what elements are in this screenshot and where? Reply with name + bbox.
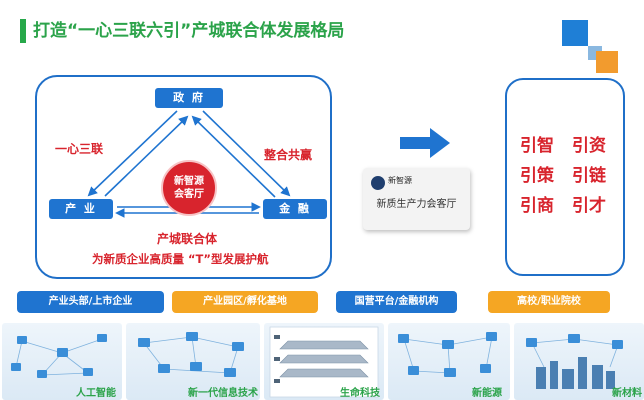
industry-thumbnail: 人工智能 <box>2 323 122 400</box>
arrow-ind-to-gov <box>104 115 189 197</box>
panel-bottom-title: 产城联合体 <box>157 232 218 246</box>
thumbnail-label: 新一代信息技术 <box>188 388 258 399</box>
thumbnail-label: 新材料 <box>612 388 642 399</box>
thumbnail-label: 新能源 <box>472 388 502 399</box>
node-finance: 金 融 <box>263 199 327 219</box>
yin-item: 引资 <box>572 136 606 156</box>
industry-thumbnail: 新一代信息技术 <box>126 323 260 400</box>
industry-thumbnail: 新材料 <box>514 323 644 400</box>
arrow-gov-to-fin <box>202 110 291 197</box>
node-industry: 产 业 <box>49 199 113 219</box>
thumbnail-label: 人工智能 <box>76 388 116 399</box>
network-diagram-icon <box>138 332 244 377</box>
six-yin-panel: 引智 引资 引策 引链 引商 引才 <box>505 78 625 276</box>
network-diagram-icon <box>398 332 497 377</box>
category-pill: 高校/职业院校 <box>488 291 610 313</box>
center-hub-line1: 新智源 <box>174 176 204 187</box>
network-diagram-icon <box>11 334 107 378</box>
panel-bottom-slogan: 为新质企业高质量 “T”型发展护航 <box>92 252 269 266</box>
lounge-card: 新智源 新质生产力会客厅 <box>363 168 470 230</box>
category-pill: 产业园区/孵化基地 <box>172 291 318 313</box>
yin-item: 引智 <box>520 136 554 156</box>
city-buildings-icon <box>526 334 623 389</box>
industry-thumbnail: 生命科技 <box>264 323 384 400</box>
title-accent-bar <box>20 19 26 43</box>
yin-item: 引策 <box>520 166 554 186</box>
center-hub-circle: 新智源 会客厅 <box>161 160 217 216</box>
yin-item: 引商 <box>520 196 554 216</box>
triangle-panel: 政 府 产 业 金 融 新智源 会客厅 一心三联 整合共赢 产城联合体 为新质企… <box>35 75 332 279</box>
lounge-card-text: 新质生产力会客厅 <box>376 199 457 210</box>
brand-name: 新智源 <box>388 176 412 185</box>
category-pill: 国营平台/金融机构 <box>336 291 457 313</box>
arrow-fin-to-gov <box>191 115 276 198</box>
decor-square-blue <box>562 20 588 46</box>
brand-logo-icon <box>371 176 385 190</box>
page-title: 打造“一心三联六引”产城联合体发展格局 <box>33 21 345 41</box>
yin-item: 引链 <box>572 166 606 186</box>
layer-stack-icon <box>269 326 379 398</box>
side-label-right: 整合共赢 <box>264 148 313 162</box>
category-pill: 产业头部/上市企业 <box>17 291 164 313</box>
node-government: 政 府 <box>155 88 223 108</box>
right-arrow-icon <box>400 128 450 158</box>
thumbnail-label: 生命科技 <box>340 388 380 399</box>
industry-thumbnail: 新能源 <box>388 323 510 400</box>
arrow-gov-to-ind <box>87 110 178 197</box>
decor-square-orange <box>596 51 618 73</box>
six-yin-grid: 引智 引资 引策 引链 引商 引才 <box>520 136 622 216</box>
center-hub-line2: 会客厅 <box>174 189 204 200</box>
side-label-left: 一心三联 <box>55 142 104 156</box>
yin-item: 引才 <box>572 196 606 216</box>
